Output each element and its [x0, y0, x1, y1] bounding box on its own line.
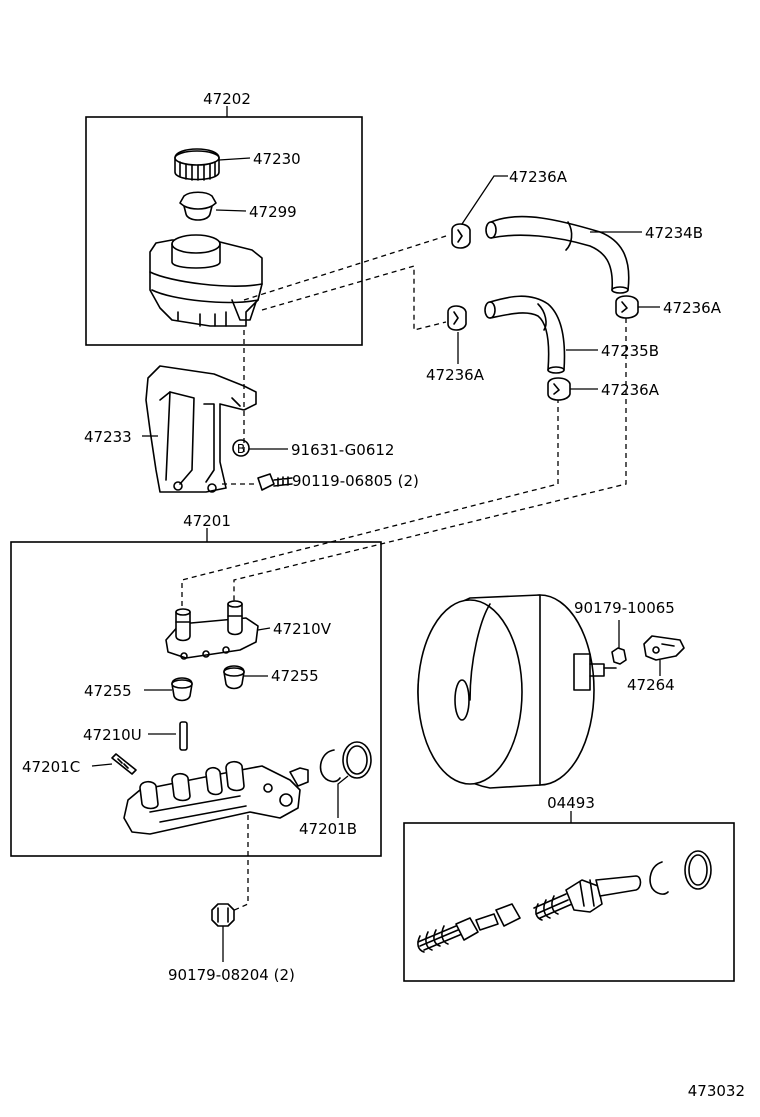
reservoir-assembly-box — [85, 116, 363, 346]
label-clamp-right: 47236A — [663, 299, 722, 317]
nut-bottom — [211, 903, 235, 927]
kit-piston-secondary — [565, 875, 642, 913]
master-cylinder-assembly-box — [10, 541, 382, 857]
master-cylinder-body — [123, 760, 309, 835]
clevis — [643, 635, 685, 661]
hose-route-upper — [243, 235, 447, 301]
kit-spring-left — [417, 925, 463, 953]
label-grommet-plate: 47210V — [273, 620, 332, 638]
hose-route-reservoir-right — [233, 318, 627, 604]
label-pin-u: 47210U — [83, 726, 142, 744]
kit-spring-right — [533, 893, 573, 921]
seal-ring-open — [319, 749, 341, 783]
label-repair-kit: 04493 — [547, 794, 595, 812]
nut-booster — [611, 647, 627, 665]
label-clamp-lower: 47236A — [601, 381, 660, 399]
label-hose-upper: 47234B — [645, 224, 703, 242]
seal-ring-closed-inner — [346, 745, 368, 775]
label-clamp-top: 47236A — [509, 168, 568, 186]
label-grommet-right: 47255 — [271, 667, 319, 685]
cap-leader — [218, 157, 251, 161]
clamp-left — [447, 305, 467, 331]
grommet-plate — [165, 600, 259, 660]
clamp-top — [451, 223, 471, 249]
clamp-lower — [547, 377, 571, 401]
label-nut-bottom: 90179-08204 (2) — [168, 966, 295, 984]
hose-lower — [484, 295, 566, 374]
kit-ring-open — [649, 861, 669, 895]
label-master-cylinder-assembly: 47201 — [183, 512, 231, 530]
label-strainer: 47299 — [249, 203, 297, 221]
label-clevis: 47264 — [627, 676, 675, 694]
repair-kit-box — [403, 822, 735, 982]
strainer-leader — [215, 209, 247, 212]
label-screw: 91631-G0612 — [291, 441, 394, 459]
seal-ring-leader — [337, 775, 349, 818]
label-hose-lower: 47235B — [601, 342, 659, 360]
reservoir-cap — [174, 148, 220, 181]
pin-c-leader — [91, 763, 113, 767]
kit-piston-primary — [455, 903, 521, 941]
kit-ring-closed — [684, 850, 712, 890]
seal-ring-closed — [342, 741, 372, 779]
pin-u — [179, 721, 188, 751]
reservoir-tank — [149, 234, 263, 327]
bolt — [257, 473, 293, 491]
label-bracket: 47233 — [84, 428, 132, 446]
label-nut-booster: 90179-10065 — [574, 599, 675, 617]
screw-marker-letter: B — [237, 442, 245, 456]
hose-route-reservoir-left — [181, 398, 559, 608]
screw-marker — [232, 439, 250, 457]
label-bolt: 90119-06805 (2) — [292, 472, 419, 490]
grommet-plate-leader — [257, 627, 271, 631]
clamp-right — [615, 295, 639, 319]
label-reservoir-assembly: 47202 — [203, 90, 251, 108]
strainer — [179, 191, 217, 221]
label-clamp-left: 47236A — [426, 366, 485, 384]
grommet-right — [223, 665, 245, 690]
nut-route — [229, 806, 249, 913]
label-cap: 47230 — [253, 150, 301, 168]
hose-route-lower — [261, 265, 447, 331]
label-pin-c: 47201C — [22, 758, 80, 776]
grommet-left — [171, 677, 193, 702]
bracket — [145, 365, 257, 493]
brake-booster — [417, 594, 605, 789]
hose-upper — [485, 215, 630, 294]
kit-ring-closed-inner — [688, 854, 708, 886]
figure-number: 473032 — [688, 1082, 745, 1100]
label-seal-ring: 47201B — [299, 820, 357, 838]
label-grommet-left: 47255 — [84, 682, 132, 700]
clamp-top-leader — [461, 175, 508, 225]
pin-c — [111, 753, 137, 775]
